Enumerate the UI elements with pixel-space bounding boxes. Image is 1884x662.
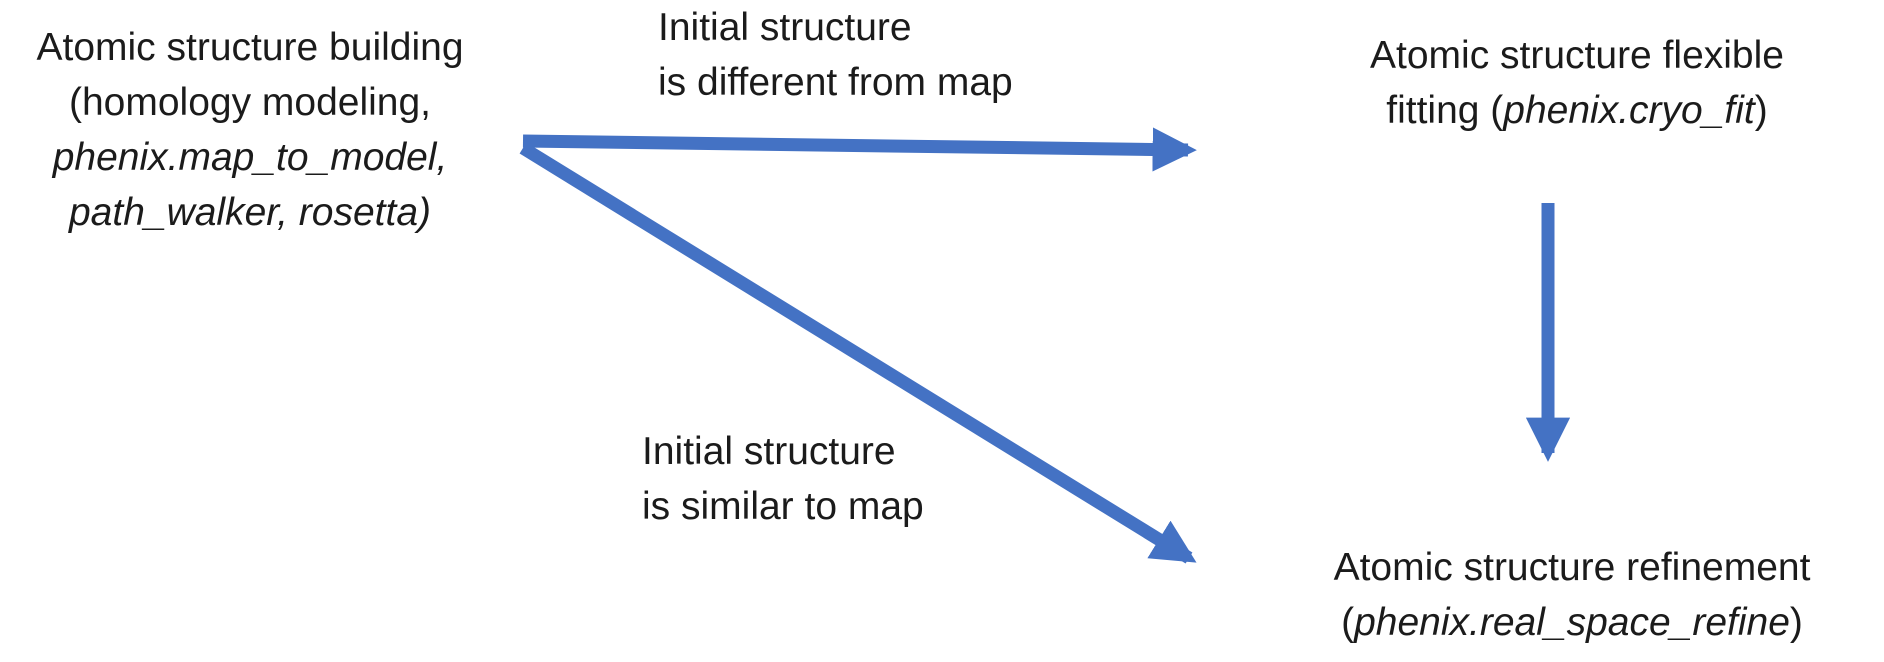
edge-label-different-from-map: Initial structure is different from map xyxy=(658,0,1013,110)
node-flexible-fitting-tool: phenix.cryo_fit xyxy=(1503,89,1755,132)
edge-label-different-line2: is different from map xyxy=(658,61,1013,104)
node-refinement-line2: (phenix.real_space_refine) xyxy=(1260,595,1884,650)
edge-label-similar-line1: Initial structure xyxy=(642,430,896,473)
node-flexible-fitting: Atomic structure flexible fitting (pheni… xyxy=(1270,28,1884,138)
node-refinement-line2-prefix: ( xyxy=(1341,601,1355,644)
node-flexible-fitting-line2-prefix: fitting ( xyxy=(1386,89,1504,132)
node-flexible-fitting-line2: fitting (phenix.cryo_fit) xyxy=(1270,83,1884,138)
node-flexible-fitting-line1: Atomic structure flexible xyxy=(1370,34,1784,77)
node-refinement-line1: Atomic structure refinement xyxy=(1333,546,1811,589)
node-refinement-line2-suffix: ) xyxy=(1789,601,1803,644)
node-refinement: Atomic structure refinement (phenix.real… xyxy=(1260,540,1884,650)
node-refinement-tool: phenix.real_space_refine xyxy=(1354,601,1790,644)
node-flexible-fitting-line2-suffix: ) xyxy=(1754,89,1768,132)
node-structure-building-line2: (homology modeling, xyxy=(68,81,432,124)
node-structure-building-line3: phenix.map_to_model, xyxy=(52,136,448,179)
edge-label-similar-to-map: Initial structure is similar to map xyxy=(642,424,924,534)
edge-label-different-line1: Initial structure xyxy=(658,6,912,49)
node-structure-building: Atomic structure building (homology mode… xyxy=(0,20,500,240)
edge-label-similar-line2: is similar to map xyxy=(642,485,924,528)
arrow-building-to-refinement xyxy=(519,142,1197,564)
node-structure-building-line1: Atomic structure building xyxy=(36,26,464,69)
node-structure-building-line4: path_walker, rosetta) xyxy=(68,191,432,234)
arrow-building-to-flexible-fitting xyxy=(522,127,1197,172)
